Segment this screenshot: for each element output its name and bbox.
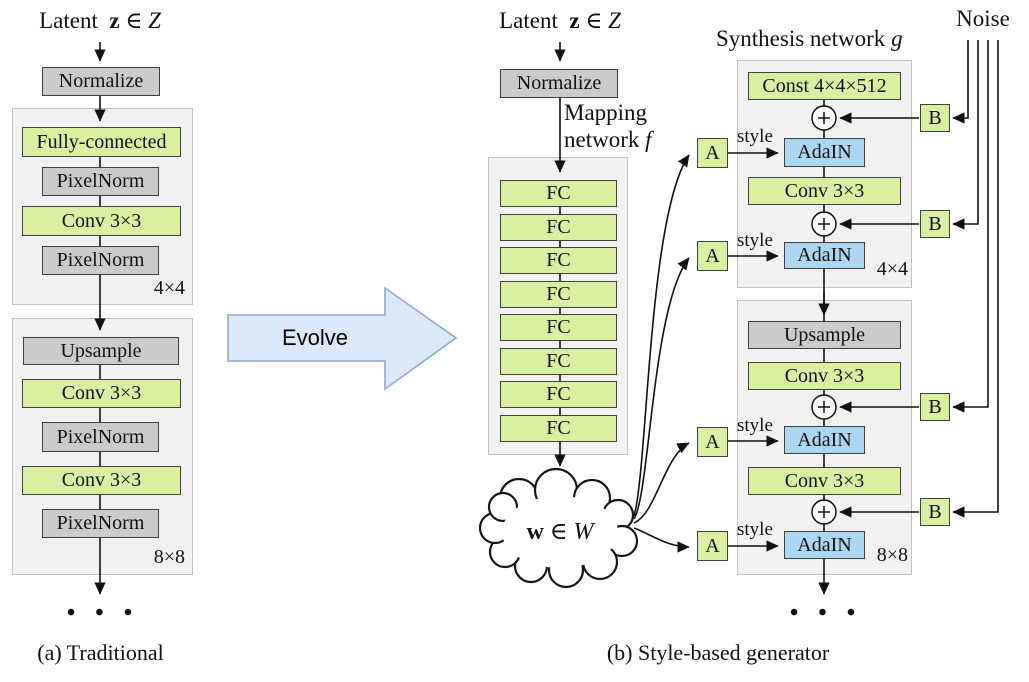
style-label: style: [737, 519, 773, 540]
b-to-plus-arrows: [839, 112, 919, 518]
fc-box: FC: [500, 314, 617, 341]
fc-box: FC: [500, 180, 617, 207]
z-symbol: z: [569, 8, 580, 33]
upsample-box: Upsample: [748, 321, 901, 349]
noise-scale-b-box: B: [920, 104, 950, 132]
caption-traditional: (a) Traditional: [37, 640, 164, 665]
caption-stylebased: (b) Style-based generator: [606, 640, 830, 665]
fc-box: FC: [500, 348, 617, 375]
upsample-box: Upsample: [23, 337, 179, 365]
fc-box: FC: [500, 281, 617, 308]
noise-scale-b-box: B: [920, 210, 950, 238]
style-label: style: [737, 415, 773, 436]
style-latent-arrows: [633, 154, 690, 553]
style-transform-a-box: A: [697, 241, 728, 271]
style-transform-a-box: A: [697, 531, 728, 561]
conv3x3-box: Conv 3×3: [748, 177, 901, 205]
a-to-adain-arrows: [728, 147, 779, 552]
latent-label-stylebased: Latent z ∈ Z: [499, 8, 621, 33]
noise-scale-b-box: B: [920, 393, 950, 421]
conv3x3-box: Conv 3×3: [748, 362, 901, 390]
adain-box: AdaIN: [784, 242, 865, 269]
noise-arrows: [952, 40, 999, 518]
latent-space-symbol: Z: [148, 8, 161, 33]
fully-connected-box: Fully-connected: [22, 127, 181, 157]
style-transform-a-box: A: [697, 138, 728, 168]
resolution-label-8x8: 8×8: [153, 546, 185, 568]
conv3x3-box: Conv 3×3: [22, 379, 181, 408]
w-symbol: w: [526, 519, 544, 545]
normalize-box-stylebased: Normalize: [500, 69, 618, 98]
style-label: style: [737, 126, 773, 147]
mapping-network-label: Mapping network f: [564, 100, 652, 152]
resolution-label-4x4: 4×4: [153, 277, 185, 299]
f-symbol: f: [645, 127, 652, 152]
noise-label: Noise: [956, 6, 1010, 31]
pixelnorm-box: PixelNorm: [42, 422, 159, 452]
adain-box: AdaIN: [784, 531, 865, 559]
resolution-label-8x8: 8×8: [876, 544, 908, 566]
conv3x3-box: Conv 3×3: [748, 467, 901, 495]
w-cloud: [478, 467, 639, 589]
synthesis-network-title: Synthesis network g: [716, 26, 903, 51]
fc-box: FC: [500, 381, 617, 408]
latent-label-traditional: Latent z ∈ Z: [39, 8, 161, 33]
noise-scale-b-box: B: [920, 498, 950, 526]
evolve-arrow: [227, 286, 458, 391]
z-symbol: z: [109, 8, 120, 33]
w-space-symbol: W: [573, 519, 594, 545]
adain-box: AdaIN: [784, 426, 865, 454]
conv3x3-box: Conv 3×3: [22, 206, 181, 236]
conv3x3-box: Conv 3×3: [22, 466, 181, 495]
resolution-label-4x4: 4×4: [876, 258, 908, 280]
normalize-box-traditional: Normalize: [42, 67, 160, 96]
dots-continuation: • • •: [789, 600, 863, 626]
g-symbol: g: [891, 26, 903, 51]
noise-add-nodes: [811, 105, 837, 525]
fc-box: FC: [500, 415, 617, 442]
w-cloud-label: w ∈ W: [526, 519, 594, 545]
evolve-label: Evolve: [281, 325, 349, 350]
style-transform-a-box: A: [697, 427, 728, 457]
fc-box: FC: [500, 247, 617, 274]
style-label: style: [737, 230, 773, 251]
adain-box: AdaIN: [784, 138, 865, 167]
pixelnorm-box: PixelNorm: [42, 246, 159, 275]
dots-continuation: • • •: [66, 600, 140, 626]
const-input-box: Const 4×4×512: [748, 72, 901, 100]
pixelnorm-box: PixelNorm: [42, 167, 159, 196]
pixelnorm-box: PixelNorm: [42, 509, 159, 538]
fc-box: FC: [500, 214, 617, 241]
latent-space-symbol: Z: [608, 8, 621, 33]
